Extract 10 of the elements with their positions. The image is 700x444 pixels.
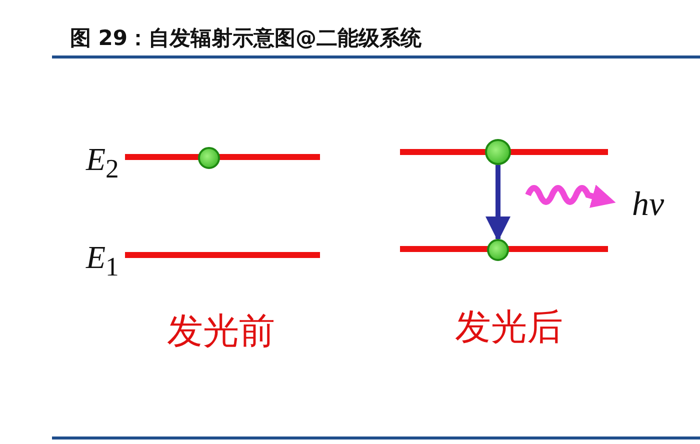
state-caption: 发光后 — [455, 306, 563, 350]
state-caption: 发光前 — [167, 310, 275, 354]
photon-energy-label: hν — [632, 188, 664, 222]
arrow — [486, 165, 510, 242]
title: 图 29：自发辐射示意图@二能级系统 — [70, 25, 422, 52]
energy-level-label: E$_{1}$ — [86, 241, 119, 280]
atom-circle — [198, 147, 220, 169]
atom-circle — [485, 139, 511, 165]
atom-circle — [487, 239, 509, 261]
energy-level-label: E$_{2}$ — [86, 143, 119, 182]
